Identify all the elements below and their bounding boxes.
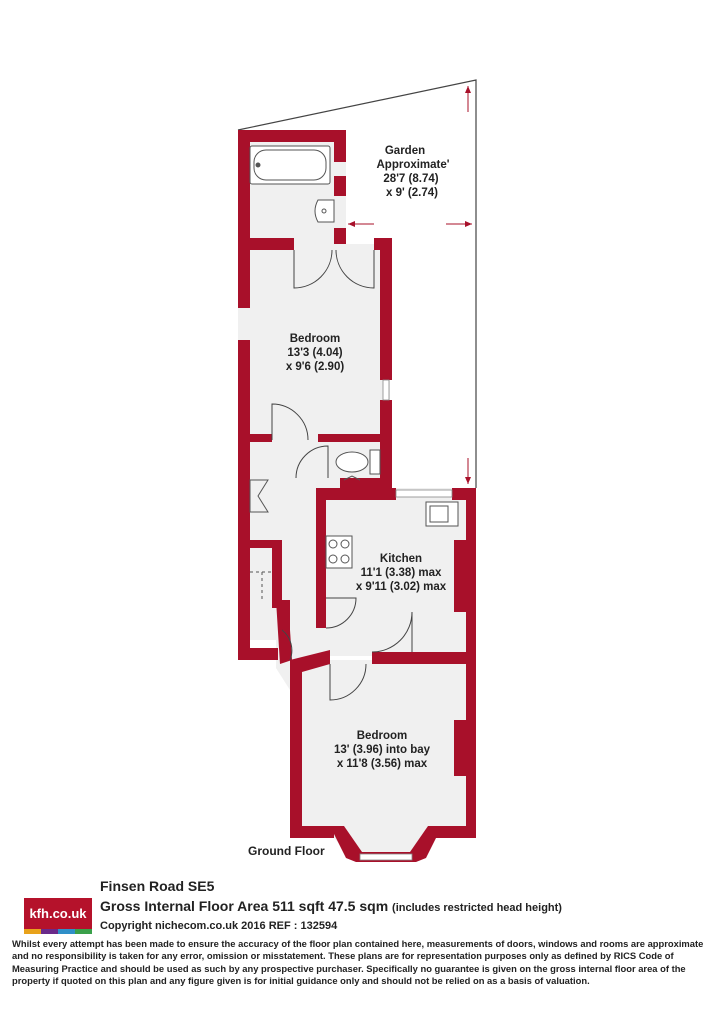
bedroom-top-dim-width: x 9'6 (2.90) [286, 361, 345, 373]
kfh-logo: kfh.co.uk [24, 898, 92, 934]
garden-label: Garden [385, 145, 425, 157]
bedroom-top-label: Bedroom [290, 333, 340, 345]
room-labels: Garden Approximate' 28'7 (8.74) x 9' (2.… [286, 145, 450, 770]
logo-text: kfh.co.uk [29, 905, 87, 921]
logo-stripe-2 [41, 929, 58, 934]
logo-stripe-3 [58, 929, 75, 934]
floor-area-note: (includes restricted head height) [392, 902, 562, 914]
cupboard-icon [249, 479, 269, 513]
copyright: Copyright nichecom.co.uk 2016 REF : 1325… [100, 920, 338, 932]
kitchen-label: Kitchen [380, 553, 422, 565]
toilet-icon [369, 449, 381, 475]
logo-stripes [24, 929, 92, 934]
bedroom-bottom-label: Bedroom [357, 730, 407, 742]
windows [359, 379, 453, 861]
floor-plan: Garden Approximate' 28'7 (8.74) x 9' (2.… [237, 79, 477, 862]
kitchen-dim-length: 11'1 (3.38) max [361, 567, 442, 579]
logo-stripe-4 [75, 929, 92, 934]
bedroom-bottom-dim-length: 13' (3.96) into bay [334, 744, 431, 756]
bedroom-bottom-dim-width: x 11'8 (3.56) max [337, 758, 428, 770]
garden-area [237, 79, 477, 488]
doors [271, 249, 413, 701]
logo-stripe-1 [24, 929, 41, 934]
floor-area: Gross Internal Floor Area 511 sqft 47.5 … [100, 898, 562, 914]
property-address: Finsen Road SE5 [100, 878, 215, 894]
garden-dim-width: x 9' (2.74) [386, 187, 438, 199]
fixtures [249, 145, 459, 600]
floor-label: Ground Floor [248, 844, 325, 858]
walls [238, 130, 476, 862]
garden-label-approx: Approximate' [376, 159, 449, 171]
garden-dim-length: 28'7 (8.74) [383, 173, 438, 185]
disclaimer: Whilst every attempt has been made to en… [12, 938, 704, 987]
floor-area-text: Gross Internal Floor Area 511 sqft 47.5 … [100, 898, 389, 914]
kitchen-dim-width: x 9'11 (3.02) max [356, 581, 447, 593]
bedroom-top-dim-length: 13'3 (4.04) [287, 347, 342, 359]
